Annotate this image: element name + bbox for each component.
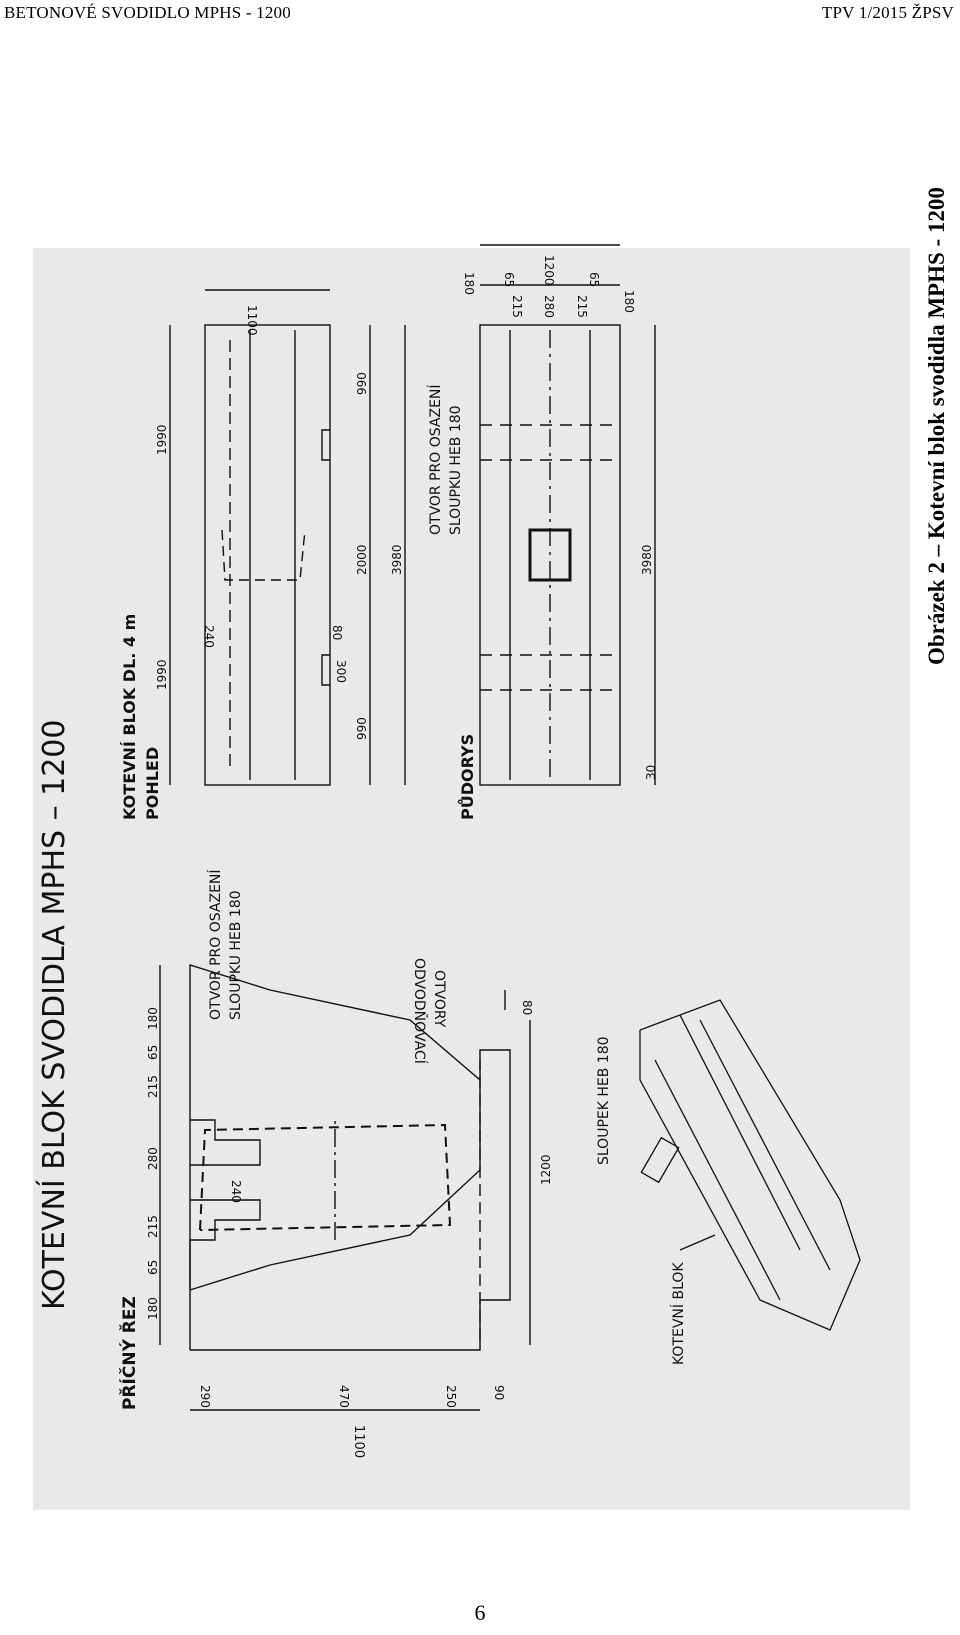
svg-text:250: 250 xyxy=(444,1385,458,1408)
svg-text:990: 990 xyxy=(355,372,369,395)
svg-text:SLOUPKU HEB 180: SLOUPKU HEB 180 xyxy=(228,890,244,1020)
view-title: KOTEVNÍ BLOK DL. 4 m xyxy=(120,614,139,820)
cross-section xyxy=(159,964,531,1411)
svg-text:990: 990 xyxy=(355,717,369,740)
svg-text:290: 290 xyxy=(198,1385,212,1408)
svg-text:215: 215 xyxy=(146,1215,160,1238)
svg-text:215: 215 xyxy=(510,295,524,318)
svg-text:1990: 1990 xyxy=(155,424,169,455)
svg-text:65: 65 xyxy=(502,272,516,287)
svg-text:1990: 1990 xyxy=(155,659,169,690)
svg-text:215: 215 xyxy=(575,295,589,318)
view-subtitle: POHLED xyxy=(143,747,162,820)
svg-text:1200: 1200 xyxy=(542,255,556,286)
svg-text:1200: 1200 xyxy=(539,1154,553,1185)
plan-dimensions: 1200 180 65 65 180 215 280 215 3980 30 xyxy=(462,255,658,780)
svg-text:80: 80 xyxy=(520,1000,534,1015)
plan-view xyxy=(479,244,656,786)
svg-text:215: 215 xyxy=(146,1075,160,1098)
svg-text:65: 65 xyxy=(587,272,601,287)
svg-text:SLOUPEK HEB 180: SLOUPEK HEB 180 xyxy=(596,1036,612,1165)
svg-text:OTVOR PRO OSAZENÍ: OTVOR PRO OSAZENÍ xyxy=(207,869,224,1020)
svg-text:SLOUPKU HEB 180: SLOUPKU HEB 180 xyxy=(448,405,464,535)
plan-labels: OTVOR PRO OSAZENÍ SLOUPKU HEB 180 xyxy=(427,384,464,535)
svg-text:80: 80 xyxy=(330,625,344,640)
svg-text:180: 180 xyxy=(146,1007,160,1030)
svg-text:OTVOR PRO OSAZENÍ: OTVOR PRO OSAZENÍ xyxy=(427,384,444,535)
svg-text:65: 65 xyxy=(146,1260,160,1275)
page-number: 6 xyxy=(474,1600,486,1625)
svg-text:2000: 2000 xyxy=(355,544,369,575)
figure-caption: Obrázek 2 – Kotevní blok svodidla MPHS -… xyxy=(924,187,949,665)
svg-text:300: 300 xyxy=(334,660,348,683)
svg-text:65: 65 xyxy=(146,1045,160,1060)
svg-text:90: 90 xyxy=(492,1385,506,1400)
svg-text:240: 240 xyxy=(202,625,216,648)
svg-text:180: 180 xyxy=(146,1297,160,1320)
header-title: BETONOVÉ SVODIDLO MPHS - 1200 xyxy=(4,3,291,22)
svg-text:3980: 3980 xyxy=(390,544,404,575)
section-labels: OTVOR PRO OSAZENÍ SLOUPKU HEB 180 ODVODŇ… xyxy=(207,869,447,1063)
svg-text:470: 470 xyxy=(337,1385,351,1408)
svg-text:ODVODŇOVACÍ: ODVODŇOVACÍ xyxy=(411,958,428,1064)
isometric-view xyxy=(639,999,861,1331)
header-standard: TPV 1/2015 ŽPSV xyxy=(821,3,954,22)
svg-text:180: 180 xyxy=(462,272,476,295)
svg-text:280: 280 xyxy=(146,1147,160,1170)
svg-text:KOTEVNÍ BLOK: KOTEVNÍ BLOK xyxy=(670,1262,687,1365)
svg-text:1100: 1100 xyxy=(351,1425,366,1458)
section-title: PŘÍČNÝ ŘEZ xyxy=(118,1296,140,1410)
svg-text:180: 180 xyxy=(622,290,636,313)
svg-text:3980: 3980 xyxy=(640,544,654,575)
svg-text:OTVORY: OTVORY xyxy=(431,970,447,1028)
svg-text:30: 30 xyxy=(644,765,658,780)
svg-text:280: 280 xyxy=(542,295,556,318)
isometric-labels: SLOUPEK HEB 180 KOTEVNÍ BLOK xyxy=(596,1036,687,1365)
side-view xyxy=(169,289,406,786)
plan-title: PŮDORYS xyxy=(458,734,477,820)
svg-text:240: 240 xyxy=(229,1180,243,1203)
section-dimensions: 180 65 215 280 215 65 180 1200 80 290 47… xyxy=(146,1000,553,1458)
svg-text:1100: 1100 xyxy=(245,305,259,336)
drawing-main-title: KOTEVNÍ BLOK SVODIDLA MPHS – 1200 xyxy=(36,720,72,1310)
view-dimensions: 1100 1990 1990 240 80 300 990 2000 990 3… xyxy=(155,305,404,740)
